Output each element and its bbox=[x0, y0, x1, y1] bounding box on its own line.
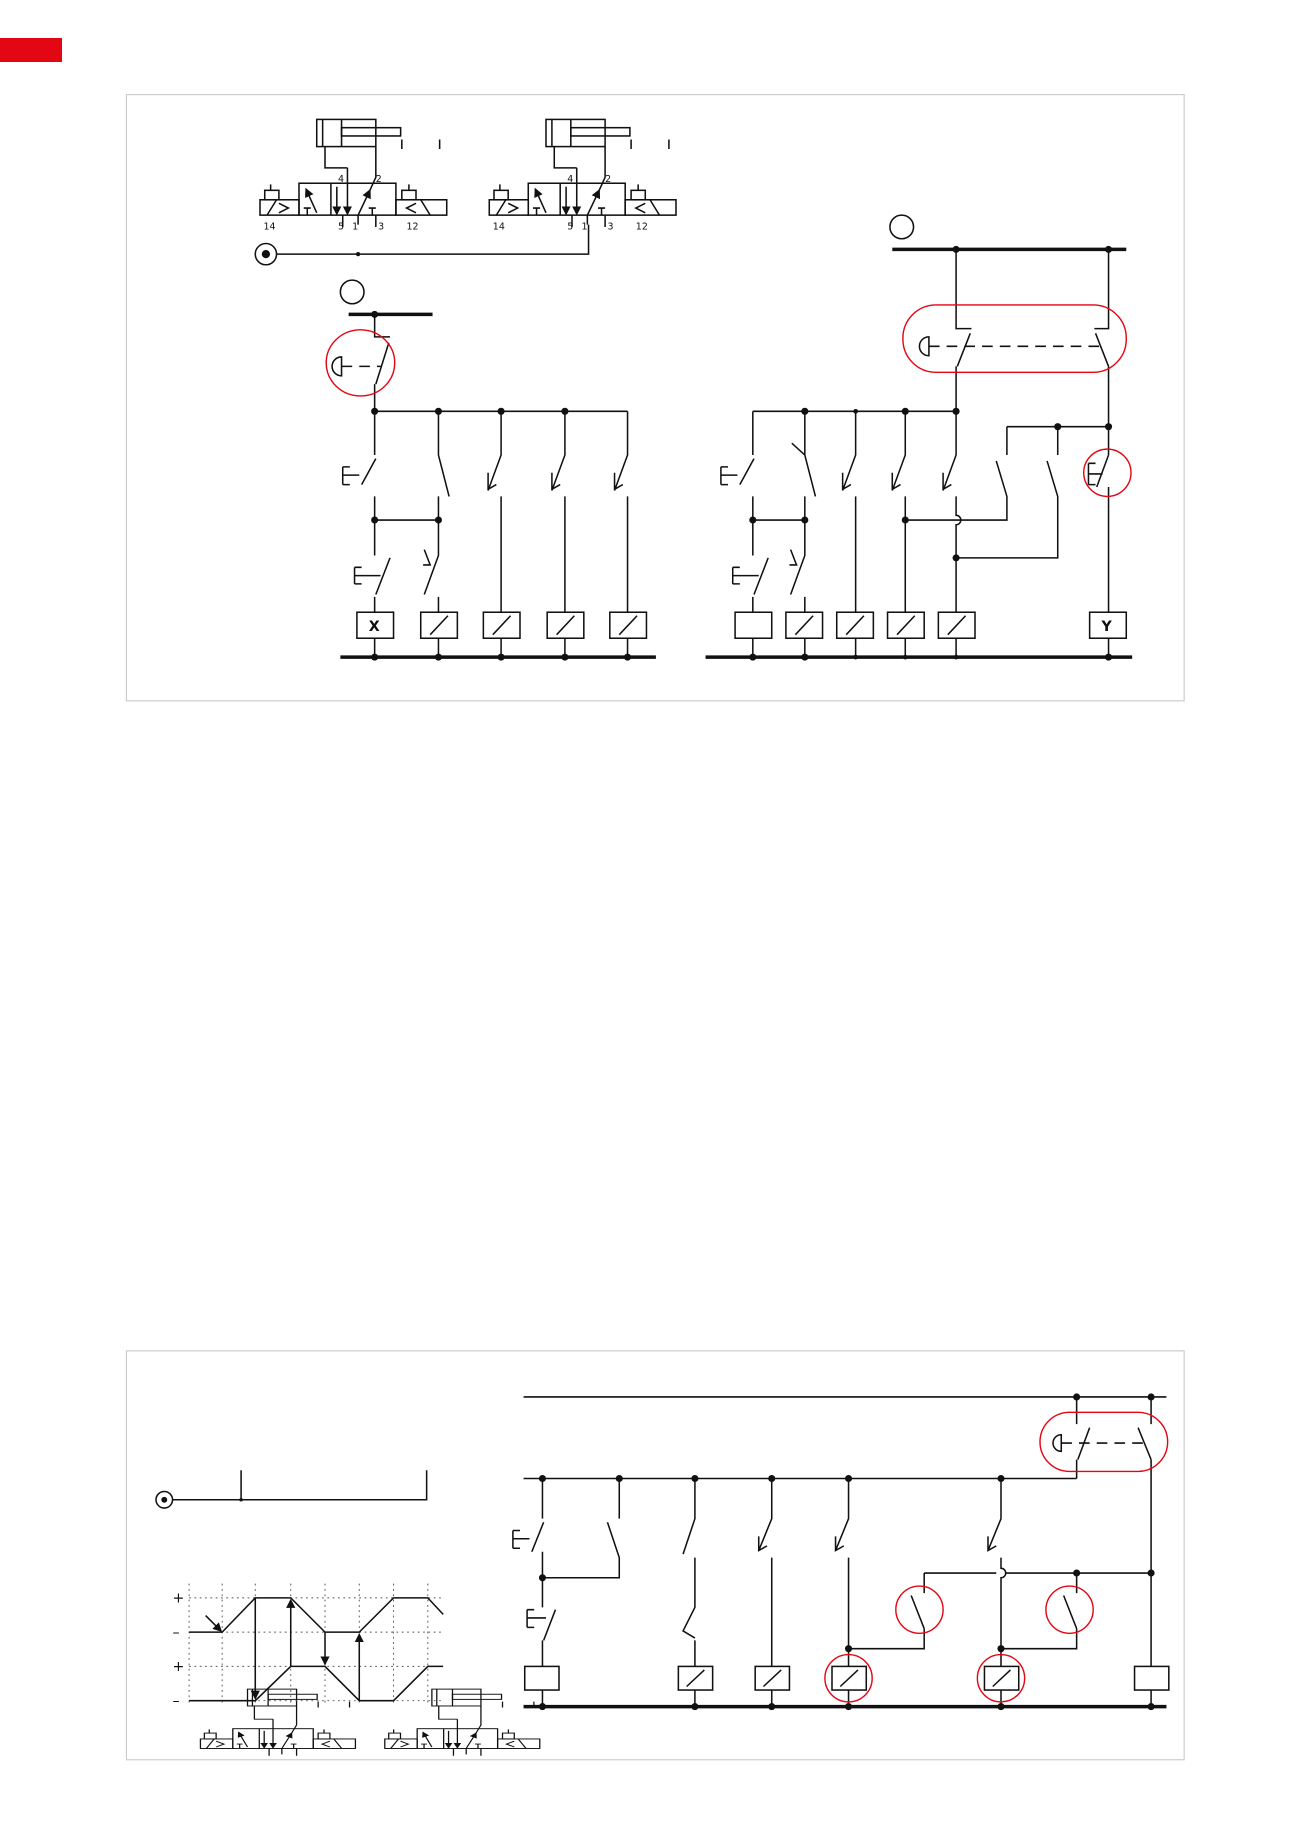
level-plus: + bbox=[173, 1591, 185, 1607]
port-14: 14 bbox=[493, 221, 505, 232]
pneumatic-valve-3 bbox=[200, 1689, 355, 1756]
port-4: 4 bbox=[567, 174, 573, 185]
timing-chart: + – + – bbox=[173, 1583, 444, 1709]
port-12: 12 bbox=[407, 221, 419, 232]
air-supply-2 bbox=[155, 1470, 428, 1509]
port-14: 14 bbox=[264, 221, 276, 232]
pneumatic-valve-4 bbox=[385, 1689, 540, 1756]
highlight-emergency-stop-dual bbox=[902, 304, 1127, 374]
port-3: 3 bbox=[607, 221, 613, 232]
port-5: 5 bbox=[338, 221, 344, 232]
trace-cylinder-b bbox=[189, 1665, 444, 1702]
port-4: 4 bbox=[338, 174, 344, 185]
air-supply bbox=[254, 224, 590, 266]
port-1: 1 bbox=[581, 221, 587, 232]
pneumatic-valve-2 bbox=[489, 119, 676, 227]
level-minus: – bbox=[173, 1693, 180, 1709]
port-2: 2 bbox=[605, 174, 611, 185]
page-marker-tab bbox=[0, 38, 62, 62]
ladder-diagram-left: X bbox=[331, 310, 656, 661]
port-2: 2 bbox=[376, 174, 382, 185]
level-plus: + bbox=[173, 1659, 185, 1675]
bottom-diagram-frame bbox=[125, 1350, 1185, 1761]
port-3: 3 bbox=[378, 221, 384, 232]
port-12: 12 bbox=[636, 221, 648, 232]
ladder-diagram-right: Y bbox=[705, 245, 1133, 661]
level-minus: – bbox=[173, 1625, 180, 1641]
circuit-marker-circle bbox=[339, 279, 365, 305]
highlight-contact bbox=[1083, 448, 1132, 498]
pneumatic-valve-1 bbox=[260, 119, 447, 227]
highlight-emergency-stop bbox=[325, 329, 396, 397]
valve-port-labels: 4 2 14 5 1 3 12 4 2 14 5 1 3 12 bbox=[264, 174, 648, 232]
highlight-coil bbox=[824, 1653, 873, 1703]
port-1: 1 bbox=[352, 221, 358, 232]
port-5: 5 bbox=[567, 221, 573, 232]
highlight-contact bbox=[895, 1585, 944, 1635]
highlight-coil bbox=[976, 1653, 1026, 1703]
top-diagram-frame bbox=[125, 94, 1185, 702]
coil-label-y: Y bbox=[1100, 619, 1112, 635]
ladder-diagram-bottom bbox=[512, 1393, 1170, 1711]
highlight-contact bbox=[1045, 1585, 1094, 1635]
highlight-emergency-stop-bottom bbox=[1039, 1411, 1169, 1473]
coil-label-x: X bbox=[369, 619, 380, 635]
circuit-marker-circle bbox=[889, 214, 915, 240]
trace-cylinder-a bbox=[189, 1597, 444, 1633]
